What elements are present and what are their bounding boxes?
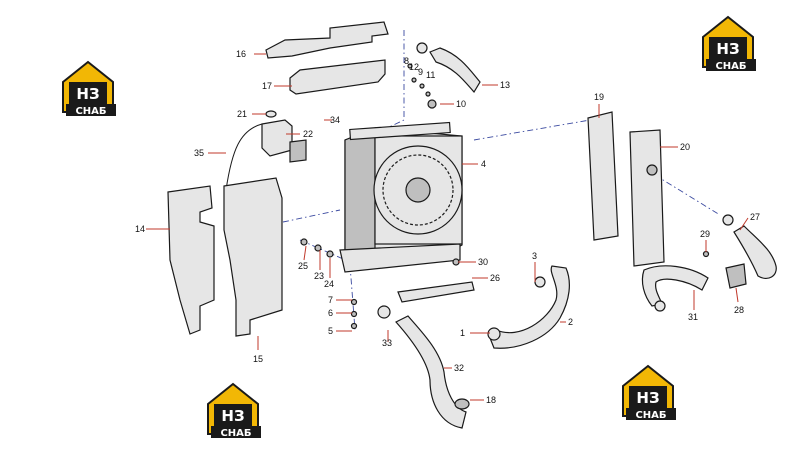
brand-logo: НЗ СНАБ xyxy=(702,15,756,72)
callout-8: 8 xyxy=(404,56,409,66)
callout-18: 18 xyxy=(486,395,496,405)
svg-text:СНАБ: СНАБ xyxy=(220,428,251,439)
hose-clamp xyxy=(416,42,428,54)
reservoir-cap xyxy=(265,110,277,118)
hose-cap xyxy=(454,398,470,410)
left-side-panel xyxy=(167,185,215,335)
upper-hose xyxy=(429,47,481,94)
callout-1: 1 xyxy=(460,328,465,338)
panel-grommet xyxy=(646,164,658,176)
callout-5: 5 xyxy=(328,326,333,336)
callout-6: 6 xyxy=(328,308,333,318)
callout-19: 19 xyxy=(594,92,604,102)
callout-33: 33 xyxy=(382,338,392,348)
tee-fitting xyxy=(725,263,747,289)
callout-21: 21 xyxy=(237,109,247,119)
washer xyxy=(314,244,322,252)
svg-text:НЗ: НЗ xyxy=(76,85,99,103)
brand-logo: НЗ СНАБ xyxy=(622,364,676,421)
assembly-lines xyxy=(282,30,721,331)
callout-27: 27 xyxy=(750,212,760,222)
bolt xyxy=(350,322,358,330)
svg-text:НЗ: НЗ xyxy=(221,407,244,425)
callout-11: 11 xyxy=(426,70,435,80)
bolt xyxy=(350,298,358,306)
washer xyxy=(300,238,308,246)
svg-text:СНАБ: СНАБ xyxy=(75,106,106,117)
svg-text:СНАБ: СНАБ xyxy=(715,61,746,72)
hose-clamp xyxy=(654,300,666,312)
overflow-tube xyxy=(225,123,263,191)
foam-strip xyxy=(397,281,475,303)
callout-20: 20 xyxy=(680,142,690,152)
right-panel xyxy=(629,129,665,267)
washer xyxy=(350,310,358,318)
callout-9: 9 xyxy=(418,67,423,77)
callout-25: 25 xyxy=(298,261,308,271)
callout-31: 31 xyxy=(688,312,698,322)
callout-4: 4 xyxy=(481,159,486,169)
expansion-tank xyxy=(261,119,293,157)
svg-text:НЗ: НЗ xyxy=(716,40,739,58)
nut xyxy=(425,91,431,97)
callout-2: 2 xyxy=(568,317,573,327)
callout-3: 3 xyxy=(532,251,537,261)
top-cover-plate xyxy=(265,21,389,59)
hose-clamp xyxy=(377,305,391,319)
outlet-hose xyxy=(395,315,467,429)
callout-7: 7 xyxy=(328,295,333,305)
leader-lines xyxy=(146,53,749,401)
callout-22: 22 xyxy=(303,129,313,139)
callout-13: 13 xyxy=(500,80,510,90)
washer xyxy=(411,77,417,83)
callout-34: 34 xyxy=(330,115,340,125)
callout-10: 10 xyxy=(456,99,466,109)
callout-14: 14 xyxy=(135,224,145,234)
curved-hose xyxy=(641,265,709,307)
callout-labels: 16 17 8 12 9 11 13 10 21 34 22 35 4 14 1… xyxy=(135,49,760,405)
bolt xyxy=(326,250,334,258)
hose-clamp xyxy=(534,276,546,288)
tank-bracket xyxy=(289,139,307,163)
svg-text:НЗ: НЗ xyxy=(636,389,659,407)
side-hose xyxy=(733,225,777,279)
callout-30: 30 xyxy=(478,257,488,267)
callout-12: 12 xyxy=(409,62,419,72)
callout-15: 15 xyxy=(253,354,263,364)
callout-26: 26 xyxy=(490,273,500,283)
callout-32: 32 xyxy=(454,363,464,373)
svg-text:СНАБ: СНАБ xyxy=(635,410,666,421)
fan-hub xyxy=(405,177,431,203)
bolt xyxy=(702,250,710,258)
washer xyxy=(419,83,425,89)
callout-16: 16 xyxy=(236,49,246,59)
hose-clamp xyxy=(722,214,734,226)
callout-28: 28 xyxy=(734,305,744,315)
callout-17: 17 xyxy=(262,81,272,91)
radiator-assembly xyxy=(339,121,463,273)
callout-29: 29 xyxy=(700,229,710,239)
brand-logo: НЗ СНАБ xyxy=(62,60,116,117)
right-shroud xyxy=(587,111,619,241)
callout-24: 24 xyxy=(324,279,334,289)
brand-logo: НЗ СНАБ xyxy=(207,382,261,439)
callout-35: 35 xyxy=(194,148,204,158)
foam-block xyxy=(289,59,386,95)
hose-clamp xyxy=(487,327,501,341)
bolt xyxy=(407,63,413,69)
rear-panel xyxy=(223,177,283,337)
radiator-cap xyxy=(427,99,437,109)
callout-23: 23 xyxy=(314,271,324,281)
lower-hose xyxy=(489,265,570,349)
